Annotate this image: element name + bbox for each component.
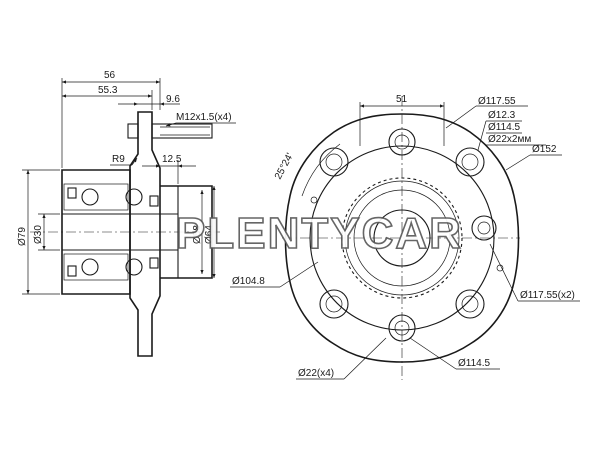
- dia-pcd-top-label: Ø117.55: [478, 96, 516, 107]
- bearing-housing: [61, 169, 131, 295]
- slot-size-label: Ø22x2мм: [488, 134, 531, 145]
- hub-seat: [160, 185, 213, 279]
- dim-bolt-spacing: 51: [396, 94, 408, 105]
- dia-small-hole-label: Ø12.3: [488, 110, 516, 121]
- flange-plate: [129, 111, 161, 357]
- small-hole: [388, 128, 416, 156]
- pilot-circle: [309, 145, 495, 331]
- dia-pcd-inner-label: Ø114.5: [488, 122, 520, 133]
- angle-label: 25°24': [273, 151, 296, 181]
- watermark-text: PLENTYCAR: [176, 209, 463, 258]
- dia-outer-label: Ø79: [17, 227, 28, 246]
- stud-head: [127, 123, 139, 139]
- bearing-ball: [125, 258, 143, 276]
- small-hole: [388, 314, 416, 342]
- lower-race: [63, 253, 129, 281]
- dim-flange-offset: 9.6: [166, 94, 180, 105]
- center-bore: [373, 209, 431, 267]
- dia-flange-label: Ø152: [532, 144, 557, 155]
- bolt-hole-group: [319, 147, 485, 319]
- bearing-ball: [81, 188, 99, 206]
- dia-pcd-bottom-label: Ø114.5: [458, 358, 490, 369]
- bearing-ball: [125, 188, 143, 206]
- bearing-ball: [81, 258, 99, 276]
- hub-bore-outer: [353, 189, 451, 287]
- tone-ring-inner: [344, 180, 460, 296]
- dia-hole-x4-label: Ø22(x4): [298, 368, 334, 379]
- small-hole: [471, 215, 497, 241]
- dim-overall-width: 56: [104, 70, 116, 81]
- dia-seat-b-label: Ø64: [204, 225, 215, 244]
- side-section-view: 56 55.3 9.6 M12x1.5(x4) R9 12.5 Ø79: [17, 70, 236, 357]
- dia-bore-label: Ø30: [33, 225, 44, 244]
- fillet-radius-label: R9: [112, 154, 125, 165]
- dia-pcd-x2-label: Ø117.55(x2): [520, 290, 575, 301]
- bolt-hole: [455, 147, 485, 177]
- bolt-hole: [455, 289, 485, 319]
- dim-flange-width: 55.3: [98, 85, 118, 96]
- dia-seat-a-label: Ø58: [192, 225, 203, 244]
- wheel-stud: [151, 123, 213, 139]
- dia-pilot-label: Ø104.8: [232, 276, 265, 287]
- stud-thread-label: M12x1.5(x4): [176, 112, 232, 123]
- flange-outline: [284, 113, 520, 363]
- upper-race: [63, 183, 129, 211]
- bolt-hole: [319, 289, 349, 319]
- abs-tone-ring: [341, 177, 463, 299]
- bolt-hole: [319, 147, 349, 177]
- dim-step: 12.5: [162, 154, 182, 165]
